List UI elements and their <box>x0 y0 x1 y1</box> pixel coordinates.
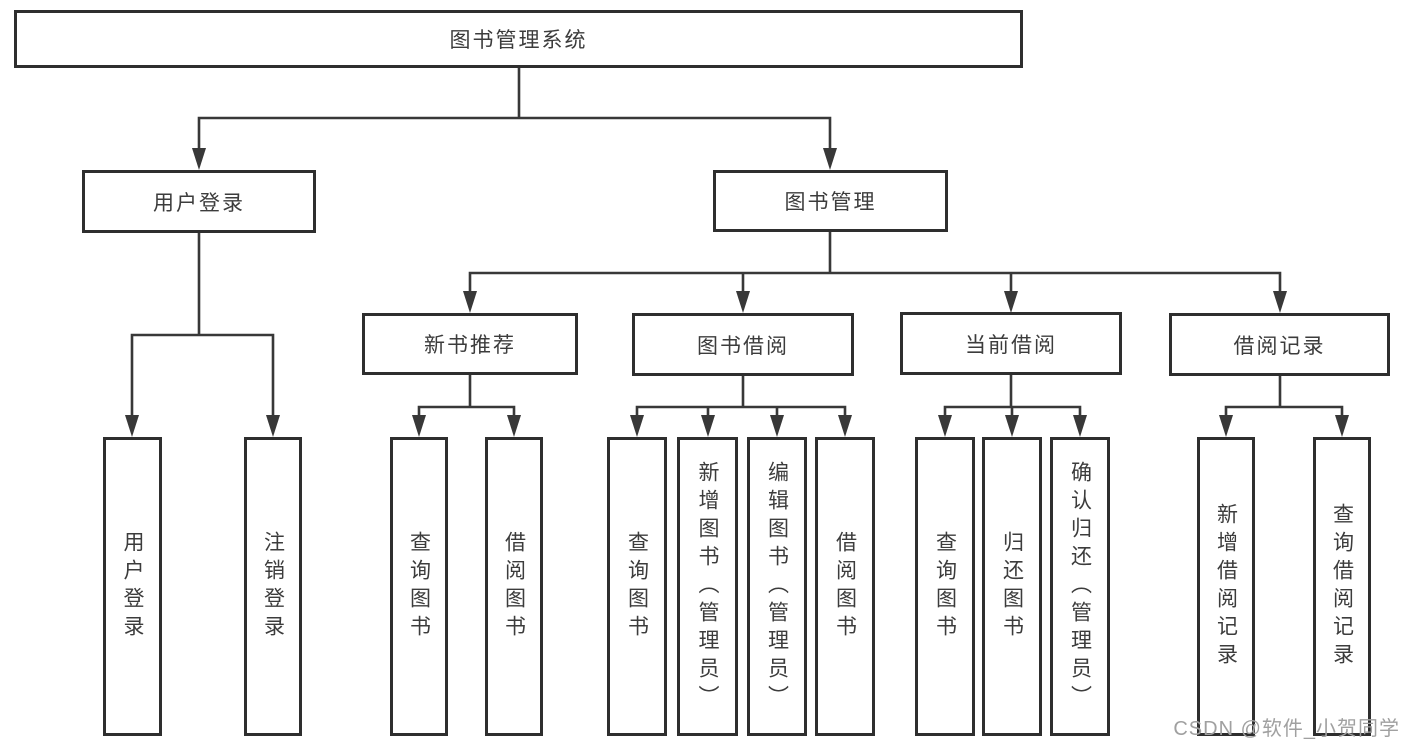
leaf-query-books-newbook-label: 查询图书 <box>407 530 431 643</box>
leaf-user-login: 用户登录 <box>103 437 162 736</box>
leaf-borrow-books-borrow: 借阅图书 <box>815 437 875 736</box>
leaf-borrow-books-borrow-label: 借阅图书 <box>833 530 857 643</box>
node-library-system: 图书管理系统 <box>14 10 1023 68</box>
node-current-borrowing-label: 当前借阅 <box>965 333 1057 357</box>
leaf-return-books: 归还图书 <box>982 437 1042 736</box>
leaf-query-books-current-label: 查询图书 <box>933 530 957 643</box>
node-new-book-recommend-label: 新书推荐 <box>424 334 516 357</box>
leaf-query-borrow-record-label: 查询借阅记录 <box>1330 502 1354 671</box>
leaf-query-borrow-record: 查询借阅记录 <box>1313 437 1371 736</box>
leaf-add-books-admin-label: 新增图书（管理员） <box>696 460 719 713</box>
node-library-system-label: 图书管理系统 <box>449 29 588 52</box>
leaf-return-books-label: 归还图书 <box>1000 530 1024 643</box>
node-book-borrowing: 图书借阅 <box>632 313 854 376</box>
leaf-confirm-return-admin-label: 确认归还（管理员） <box>1068 460 1092 713</box>
watermark-csdn: CSDN @软件_小贺同学 <box>1173 718 1400 740</box>
leaf-logout-login: 注销登录 <box>244 437 302 736</box>
leaf-edit-books-admin: 编辑图书（管理员） <box>747 437 807 736</box>
node-book-borrowing-label: 图书借阅 <box>697 334 789 358</box>
node-book-management: 图书管理 <box>713 170 948 232</box>
node-borrow-records-label: 借阅记录 <box>1233 334 1326 358</box>
leaf-add-borrow-record-label: 新增借阅记录 <box>1214 502 1238 671</box>
leaf-add-borrow-record: 新增借阅记录 <box>1197 437 1255 736</box>
leaf-query-books-newbook: 查询图书 <box>390 437 448 736</box>
node-user-login-label: 用户登录 <box>153 191 245 215</box>
leaf-query-books-borrow: 查询图书 <box>607 437 667 736</box>
leaf-logout-login-label: 注销登录 <box>261 530 285 643</box>
leaf-confirm-return-admin: 确认归还（管理员） <box>1050 437 1110 736</box>
leaf-borrow-books-newbook-label: 借阅图书 <box>502 530 526 643</box>
leaf-edit-books-admin-label: 编辑图书（管理员） <box>765 460 789 713</box>
node-user-login: 用户登录 <box>82 170 316 233</box>
leaf-add-books-admin: 新增图书（管理员） <box>677 437 738 736</box>
leaf-user-login-label: 用户登录 <box>121 530 144 643</box>
node-current-borrowing: 当前借阅 <box>900 312 1122 375</box>
node-book-management-label: 图书管理 <box>784 191 877 214</box>
node-borrow-records: 借阅记录 <box>1169 313 1390 376</box>
leaf-query-books-current: 查询图书 <box>915 437 975 736</box>
leaf-query-books-borrow-label: 查询图书 <box>625 530 649 643</box>
node-new-book-recommend: 新书推荐 <box>362 313 578 375</box>
leaf-borrow-books-newbook: 借阅图书 <box>485 437 543 736</box>
